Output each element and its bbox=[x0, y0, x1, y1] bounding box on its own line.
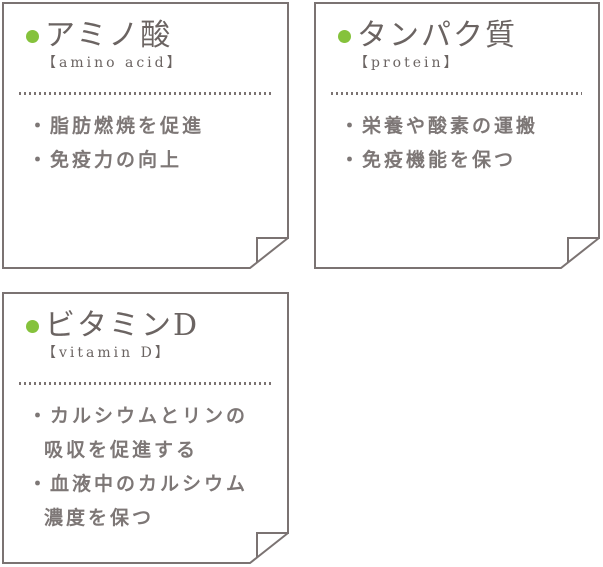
item-line-continued: 吸収を促進する bbox=[44, 439, 199, 461]
green-bullet-icon bbox=[26, 320, 39, 333]
note-card-protein: タンパク質 【protein】 ・栄養や酸素の運搬 ・免疫機能を保つ bbox=[314, 2, 600, 269]
card-title: ビタミンD bbox=[45, 308, 200, 343]
card-title-block: タンパク質 【protein】 bbox=[354, 18, 517, 72]
benefit-list: ・カルシウムとリンの 吸収を促進する ・血液中のカルシウム 濃度を保つ bbox=[4, 399, 287, 535]
note-card-amino-acid: アミノ酸 【amino acid】 ・脂肪燃焼を促進 ・免疫力の向上 bbox=[2, 2, 289, 269]
dotted-divider bbox=[19, 92, 271, 95]
dotted-divider bbox=[331, 92, 582, 95]
list-item: ・血液中のカルシウム 濃度を保つ bbox=[28, 467, 279, 535]
list-item: ・脂肪燃焼を促進 bbox=[28, 109, 279, 143]
card-header: アミノ酸 【amino acid】 bbox=[4, 4, 287, 72]
green-bullet-icon bbox=[26, 30, 39, 43]
card-subtitle: 【vitamin D】 bbox=[42, 345, 172, 361]
card-subtitle: 【protein】 bbox=[354, 55, 461, 71]
folded-corner-icon bbox=[556, 231, 600, 269]
item-line-continued: 濃度を保つ bbox=[44, 507, 155, 529]
card-title-block: ビタミンD 【vitamin D】 bbox=[42, 308, 200, 362]
card-header: タンパク質 【protein】 bbox=[316, 4, 598, 72]
list-item: ・カルシウムとリンの 吸収を促進する bbox=[28, 399, 279, 467]
list-item: ・免疫機能を保つ bbox=[340, 143, 590, 177]
card-subtitle: 【amino acid】 bbox=[42, 55, 184, 71]
list-item: ・栄養や酸素の運搬 bbox=[340, 109, 590, 143]
card-title: タンパク質 bbox=[357, 18, 517, 53]
item-line: ・脂肪燃焼を促進 bbox=[28, 115, 205, 137]
dotted-divider bbox=[19, 382, 271, 385]
folded-corner-icon bbox=[245, 231, 289, 269]
item-line: ・血液中のカルシウム bbox=[28, 473, 249, 495]
card-header: ビタミンD 【vitamin D】 bbox=[4, 294, 287, 362]
benefit-list: ・栄養や酸素の運搬 ・免疫機能を保つ bbox=[316, 109, 598, 177]
item-line: ・免疫力の向上 bbox=[28, 149, 183, 171]
green-bullet-icon bbox=[338, 30, 351, 43]
card-title-block: アミノ酸 【amino acid】 bbox=[42, 18, 184, 72]
item-line: ・カルシウムとリンの bbox=[28, 405, 249, 427]
note-card-vitamin-d: ビタミンD 【vitamin D】 ・カルシウムとリンの 吸収を促進する ・血液… bbox=[2, 292, 289, 564]
card-title: アミノ酸 bbox=[45, 18, 173, 53]
benefit-list: ・脂肪燃焼を促進 ・免疫力の向上 bbox=[4, 109, 287, 177]
item-line: ・免疫機能を保つ bbox=[340, 149, 517, 171]
folded-corner-icon bbox=[245, 526, 289, 564]
list-item: ・免疫力の向上 bbox=[28, 143, 279, 177]
item-line: ・栄養や酸素の運搬 bbox=[340, 115, 539, 137]
